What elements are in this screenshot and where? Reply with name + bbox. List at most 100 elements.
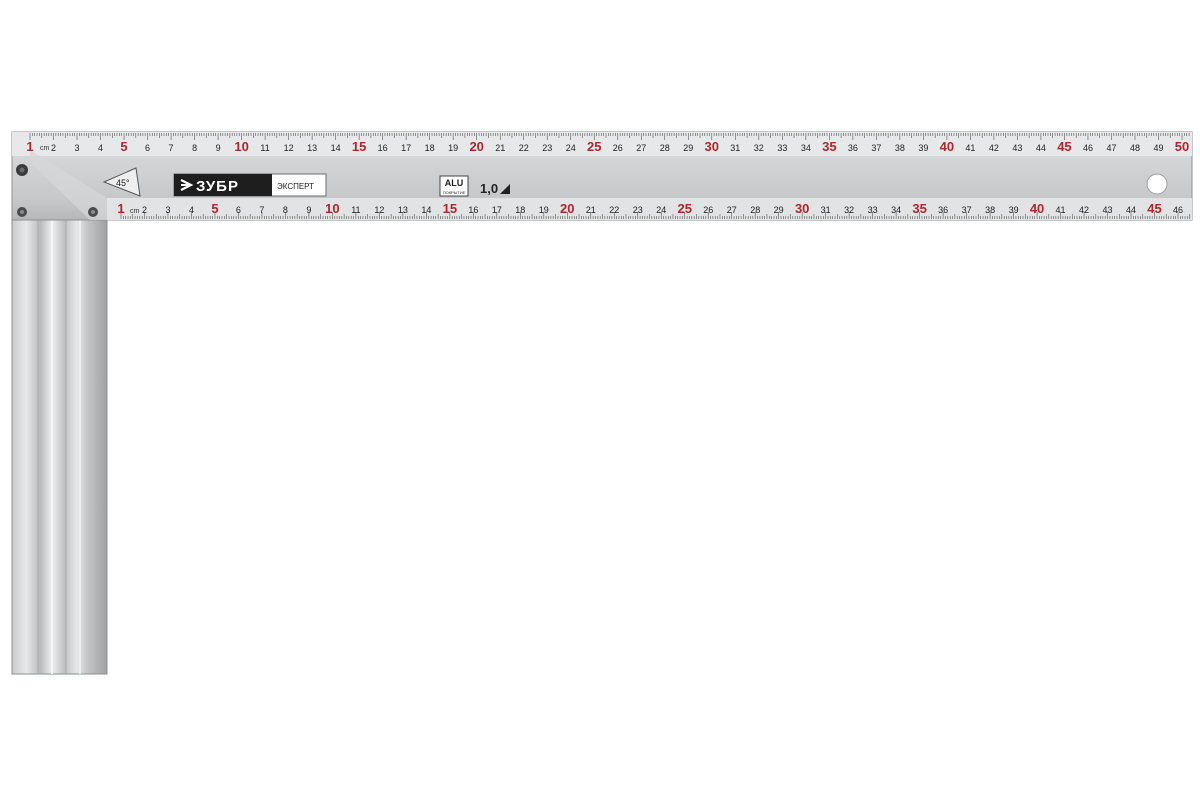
- angle-label: 45°: [116, 178, 130, 188]
- ruler-number: 46: [1173, 205, 1183, 215]
- ruler-number: 19: [539, 205, 549, 215]
- ruler-number: 19: [448, 143, 458, 153]
- ruler-number: 22: [609, 205, 619, 215]
- material-bottom: ПОКРЫТИЕ: [443, 190, 466, 195]
- ruler-number: 29: [683, 143, 693, 153]
- ruler-number: 6: [236, 205, 241, 215]
- ruler-number: 39: [1009, 205, 1019, 215]
- ruler-number: 43: [1103, 205, 1113, 215]
- ruler-number: 5: [211, 201, 218, 216]
- ruler-number: 36: [848, 143, 858, 153]
- ruler-number: 11: [351, 205, 360, 215]
- ruler-number: 31: [730, 143, 740, 153]
- ruler-number: 3: [75, 143, 80, 153]
- ruler-number: 8: [192, 143, 197, 153]
- material-top: ALU: [445, 178, 464, 188]
- ruler-number: 15: [443, 201, 457, 216]
- ruler-number: 36: [938, 205, 948, 215]
- ruler-number: 26: [613, 143, 623, 153]
- ruler-number: 5: [120, 139, 127, 154]
- ruler-number: 26: [703, 205, 713, 215]
- ruler-number: 23: [633, 205, 643, 215]
- ruler-number: 48: [1130, 143, 1140, 153]
- bottom-ruler-ticks: [120, 212, 1191, 219]
- ruler-number: 7: [169, 143, 174, 153]
- ruler-number: 47: [1106, 143, 1116, 153]
- ruler-number: 29: [774, 205, 784, 215]
- ruler-number: 27: [727, 205, 737, 215]
- ruler-number: 40: [1030, 201, 1044, 216]
- ruler-number: 13: [307, 143, 317, 153]
- thickness-icon: [500, 184, 510, 194]
- ruler-number: 27: [636, 143, 646, 153]
- ruler-number: 2: [142, 205, 147, 215]
- ruler-number: 37: [962, 205, 972, 215]
- angle-mark: 45°: [102, 167, 141, 197]
- ruler-number: 35: [822, 139, 836, 154]
- ruler-number: 16: [378, 143, 388, 153]
- ruler-number: 39: [918, 143, 928, 153]
- ruler-number: 23: [542, 143, 552, 153]
- ruler-number: 35: [912, 201, 926, 216]
- ruler-number: 20: [469, 139, 483, 154]
- ruler-number: 17: [492, 205, 502, 215]
- ruler-number: 1: [26, 139, 33, 154]
- ruler-number: 24: [656, 205, 666, 215]
- ruler-number: 49: [1153, 143, 1163, 153]
- ruler-number: 30: [795, 201, 809, 216]
- ruler-number: 50: [1175, 139, 1189, 154]
- ruler-number: 2: [51, 143, 56, 153]
- ruler-number: 41: [965, 143, 975, 153]
- ruler-number: 3: [165, 205, 170, 215]
- ruler-number: 44: [1126, 205, 1136, 215]
- top-ruler-ticks: [29, 133, 1190, 140]
- brand-line: ЭКСПЕРТ: [277, 182, 314, 191]
- ruler-number: 32: [754, 143, 764, 153]
- ruler-number: 16: [468, 205, 478, 215]
- ruler-number: 33: [777, 143, 787, 153]
- ruler-number: 37: [871, 143, 881, 153]
- unit-label-top: cm: [40, 145, 50, 152]
- ruler-number: 21: [495, 143, 505, 153]
- ruler-number: 33: [868, 205, 878, 215]
- ruler-number: 10: [234, 139, 248, 154]
- ruler-number: 45: [1147, 201, 1161, 216]
- ruler-number: 44: [1036, 143, 1046, 153]
- ruler-number: 42: [989, 143, 999, 153]
- ruler-number: 22: [519, 143, 529, 153]
- ruler-number: 46: [1083, 143, 1093, 153]
- ruler-number: 38: [985, 205, 995, 215]
- thickness-label: 1,0: [480, 181, 498, 196]
- brand-arrow-icon: [180, 179, 194, 191]
- ruler-number: 42: [1079, 205, 1089, 215]
- ruler-number: 18: [515, 205, 525, 215]
- ruler-number: 40: [940, 139, 954, 154]
- ruler-number: 25: [587, 139, 601, 154]
- ruler-number: 28: [660, 143, 670, 153]
- ruler-number: 32: [844, 205, 854, 215]
- ruler-number: 14: [331, 143, 341, 153]
- ruler-number: 34: [891, 205, 901, 215]
- unit-label-bottom: cm: [130, 208, 140, 215]
- ruler-number: 18: [425, 143, 435, 153]
- ruler-number: 13: [398, 205, 408, 215]
- ruler-number: 28: [750, 205, 760, 215]
- brand-logo: ЗУБР ЭКСПЕРТ: [173, 173, 327, 197]
- rivets: [16, 164, 98, 217]
- ruler-number: 12: [374, 205, 384, 215]
- brand-name: ЗУБР: [196, 178, 239, 195]
- ruler-number: 14: [421, 205, 431, 215]
- ruler-number: 7: [259, 205, 264, 215]
- ruler-number: 1: [117, 201, 124, 216]
- ruler-number: 41: [1056, 205, 1066, 215]
- material-badge: ALU ПОКРЫТИЕ: [439, 175, 469, 197]
- ruler-number: 21: [586, 205, 596, 215]
- square-left-leg: [11, 131, 108, 675]
- ruler-number: 11: [260, 143, 269, 153]
- ruler-number: 6: [145, 143, 150, 153]
- ruler-number: 45: [1057, 139, 1071, 154]
- hanging-hole: [1146, 173, 1168, 195]
